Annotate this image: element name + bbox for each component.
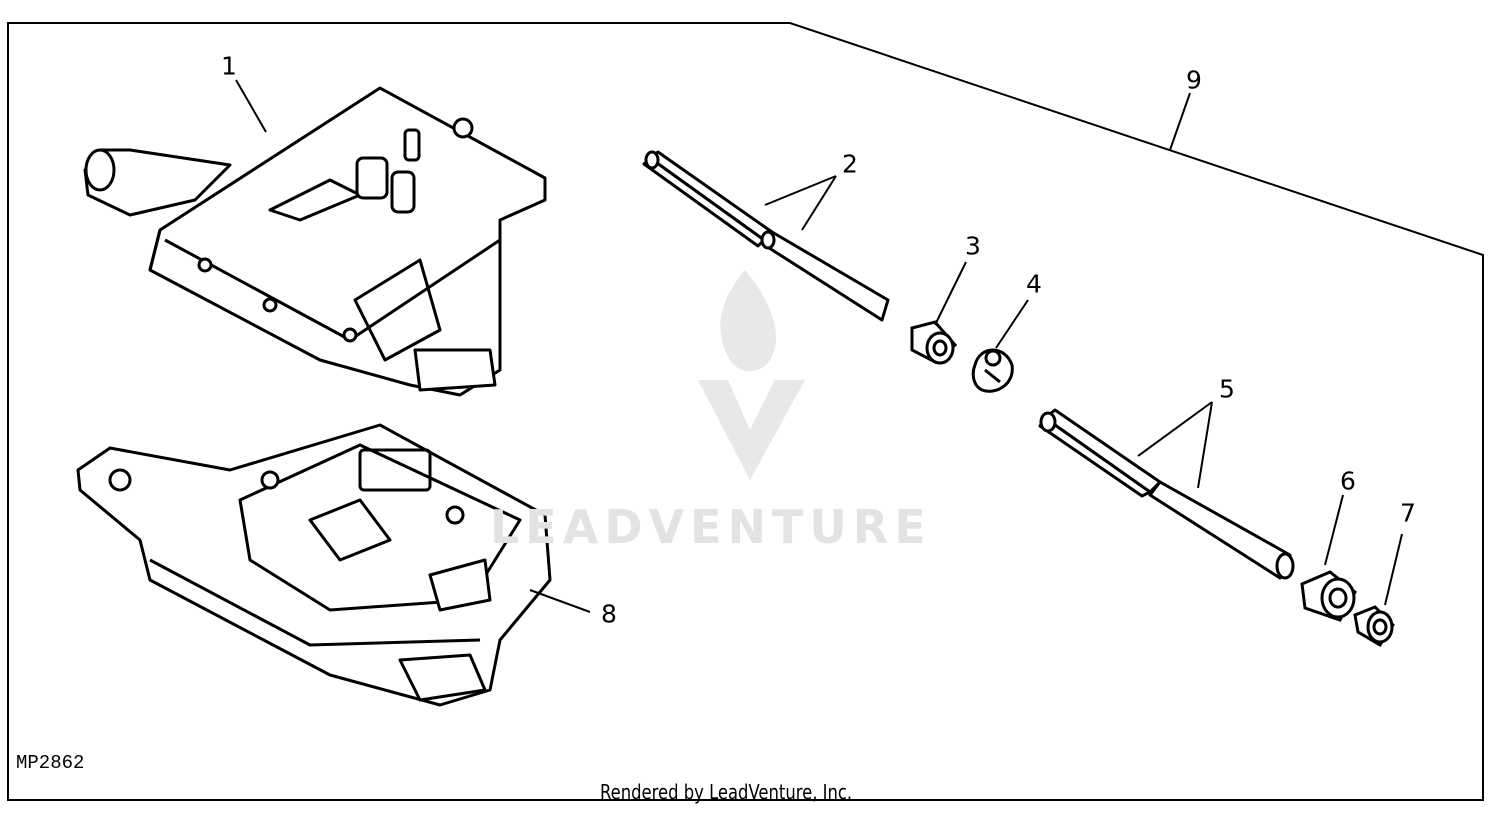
footer-credit: Rendered by LeadVenture, Inc. [600, 780, 853, 804]
bushing-upper [910, 320, 958, 365]
drawing-code: MP2862 [16, 752, 85, 774]
watermark-text: LEADVENTURE [490, 500, 932, 554]
callout-2: 2 [842, 149, 858, 179]
callout-9: 9 [1186, 65, 1202, 95]
leader-lines [235, 79, 1403, 613]
callout-6: 6 [1340, 466, 1356, 496]
callout-3: 3 [965, 231, 981, 261]
callout-1: 1 [221, 51, 237, 81]
bushing-lower [1300, 570, 1357, 622]
end-cap [1353, 605, 1395, 648]
long-shaft-lower [1038, 408, 1295, 580]
callout-5: 5 [1219, 374, 1235, 404]
kit-border [7, 22, 1484, 801]
upper-housing [83, 86, 547, 397]
clip [971, 348, 1014, 393]
lower-housing [76, 423, 552, 707]
watermark-logo [698, 270, 805, 480]
callout-8: 8 [601, 599, 617, 629]
long-shaft-upper [642, 150, 890, 322]
callout-7: 7 [1400, 498, 1416, 528]
callout-4: 4 [1026, 269, 1042, 299]
